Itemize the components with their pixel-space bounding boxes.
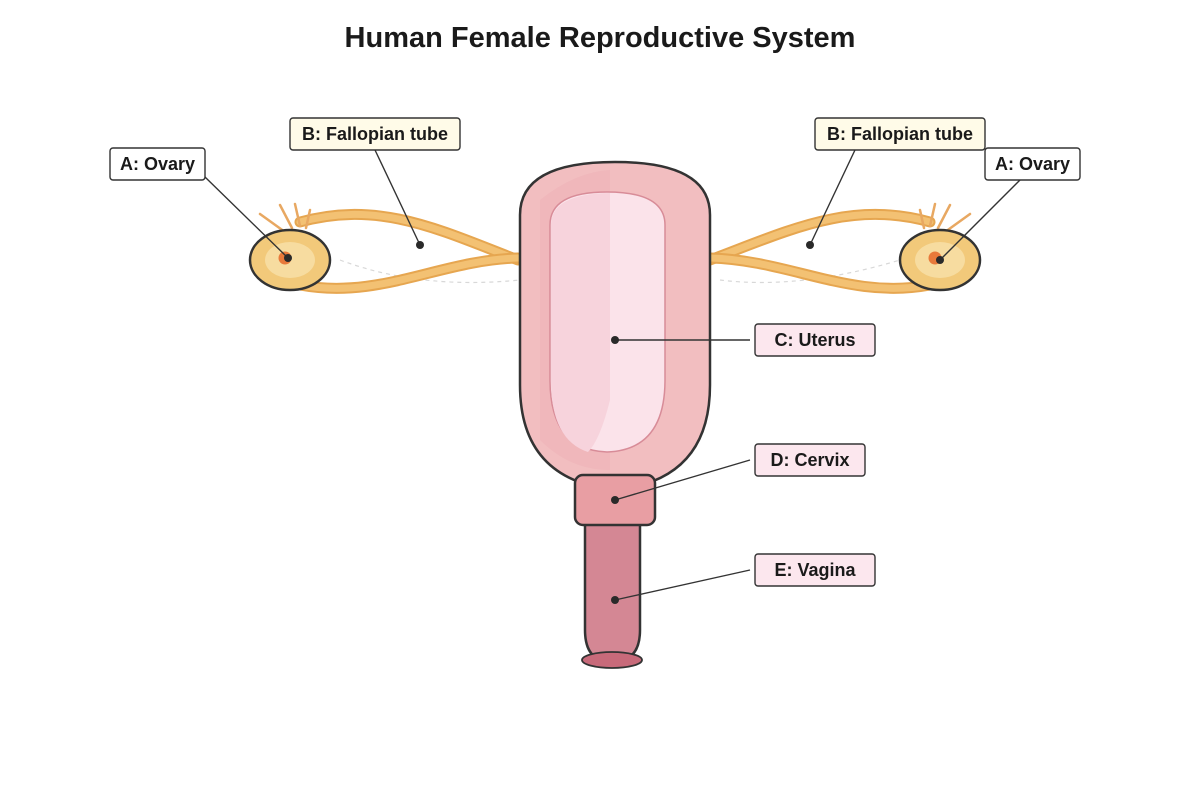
leader-tube-left bbox=[374, 149, 424, 249]
label-vagina-text: E: Vagina bbox=[774, 560, 856, 580]
label-vagina: E: Vagina bbox=[754, 553, 876, 587]
label-ovary-right-text: A: Ovary bbox=[995, 154, 1070, 174]
fimbriae-right bbox=[918, 202, 972, 234]
label-cervix: D: Cervix bbox=[754, 443, 866, 477]
label-ovary-left-text: A: Ovary bbox=[120, 154, 195, 174]
label-tube-left-text: B: Fallopian tube bbox=[302, 124, 448, 144]
leader-ovary-left bbox=[204, 176, 292, 262]
label-uterus-text: C: Uterus bbox=[774, 330, 855, 350]
leader-cervix bbox=[611, 459, 751, 504]
label-tube-left: B: Fallopian tube bbox=[289, 117, 461, 151]
leader-vagina bbox=[611, 569, 751, 604]
vagina bbox=[581, 518, 643, 669]
uterus bbox=[518, 160, 712, 492]
fimbriae-left bbox=[258, 202, 312, 234]
label-ovary-left: A: Ovary bbox=[109, 147, 206, 181]
label-uterus: C: Uterus bbox=[754, 323, 876, 357]
leader-uterus bbox=[611, 336, 750, 344]
label-tube-right-text: B: Fallopian tube bbox=[827, 124, 973, 144]
label-cervix-text: D: Cervix bbox=[770, 450, 849, 470]
diagram-title: Human Female Reproductive System bbox=[344, 22, 856, 54]
leader-tube-right bbox=[806, 149, 856, 249]
fallopian-tube-right bbox=[704, 208, 936, 294]
leader-ovary-right bbox=[936, 179, 1021, 264]
label-tube-right: B: Fallopian tube bbox=[814, 117, 986, 151]
fallopian-tube-left bbox=[294, 208, 524, 294]
guide-line-right bbox=[719, 259, 901, 284]
label-ovary-right: A: Ovary bbox=[984, 147, 1081, 181]
